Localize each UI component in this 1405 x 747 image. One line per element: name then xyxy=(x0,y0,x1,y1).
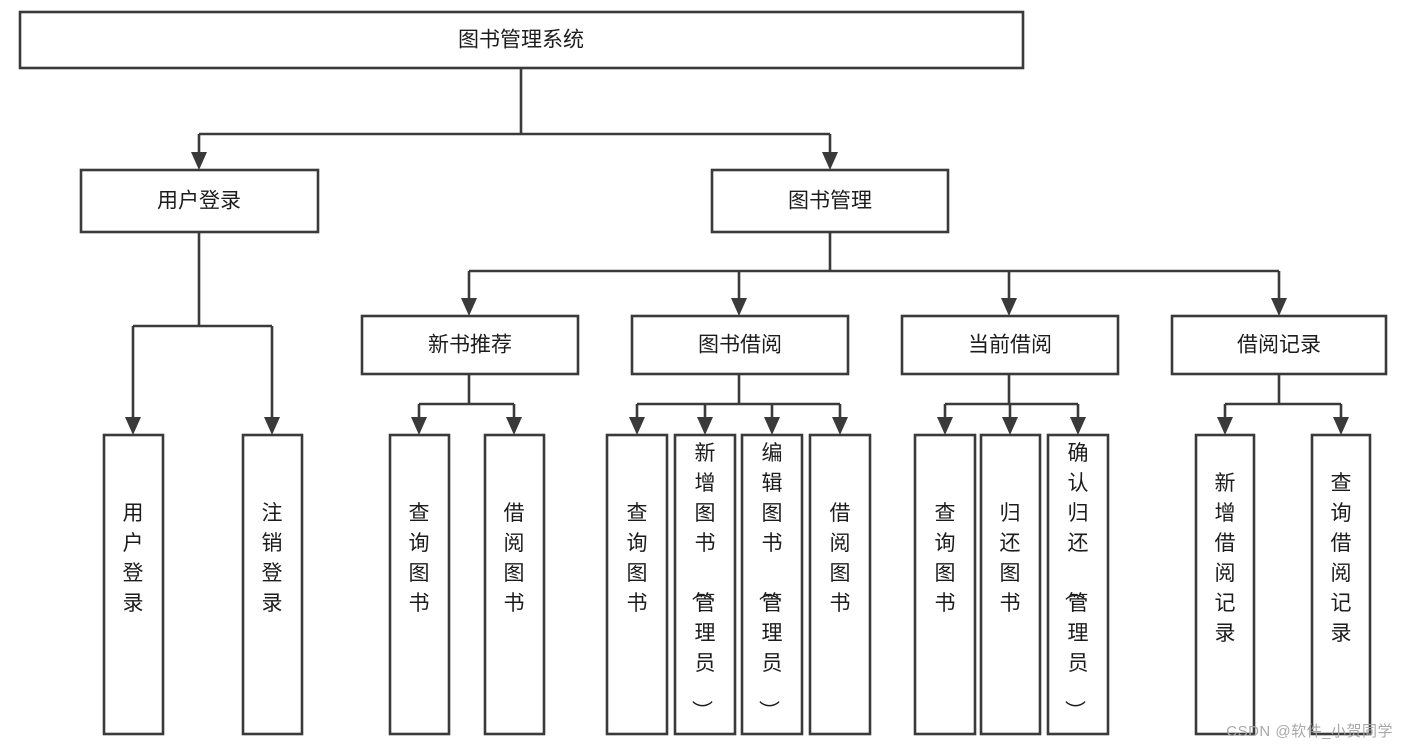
node-leaf-query-book-2-label: 查询图书 xyxy=(627,502,648,615)
node-leaf-return-book-box[interactable] xyxy=(979,433,1042,736)
node-user-login-box[interactable] xyxy=(79,168,320,234)
node-book-manage[interactable]: 图书管理 xyxy=(710,168,950,234)
node-borrow-record[interactable]: 借阅记录 xyxy=(1170,314,1388,376)
arrowhead-leaf-return-book xyxy=(1002,417,1018,435)
node-leaf-query-record-box[interactable] xyxy=(1310,433,1372,736)
arrowhead-leaf-query-record xyxy=(1333,417,1349,435)
node-leaf-edit-book-box[interactable] xyxy=(740,433,804,736)
node-leaf-logout[interactable]: 注销登录 xyxy=(241,433,304,736)
node-user-login[interactable]: 用户登录 xyxy=(79,168,320,234)
arrowhead-leaf-add-book xyxy=(697,417,713,435)
node-root[interactable]: 图书管理系统 xyxy=(18,10,1025,70)
node-leaf-query-book-3-label: 查询图书 xyxy=(935,502,956,615)
node-leaf-borrow-book-1[interactable]: 借阅图书 xyxy=(483,433,546,736)
node-leaf-confirm-return[interactable]: 确认归还（管理员） xyxy=(1046,433,1110,736)
csdn-watermark: CSDN @软件_小贺同学 xyxy=(1226,723,1393,740)
node-borrow-record-box[interactable] xyxy=(1170,314,1388,376)
node-leaf-logout-box[interactable] xyxy=(241,433,304,736)
arrowhead-new-book-rec xyxy=(461,298,477,316)
node-leaf-edit-book[interactable]: 编辑图书（管理员） xyxy=(740,433,804,736)
node-book-borrow-label: 图书借阅 xyxy=(698,334,782,357)
node-leaf-add-record[interactable]: 新增借阅记录 xyxy=(1194,433,1256,736)
node-leaf-query-book-1-box[interactable] xyxy=(388,433,451,736)
node-book-borrow[interactable]: 图书借阅 xyxy=(630,314,850,376)
node-leaf-query-book-1[interactable]: 查询图书 xyxy=(388,433,451,736)
node-leaf-borrow-book-2[interactable]: 借阅图书 xyxy=(808,433,872,736)
arrowhead-leaf-query-book-3 xyxy=(937,417,953,435)
node-book-manage-label: 图书管理 xyxy=(788,190,872,213)
node-leaf-add-book[interactable]: 新增图书（管理员） xyxy=(673,433,737,736)
node-current-borrow-box[interactable] xyxy=(900,314,1120,376)
node-leaf-add-book-label: 新增图书（管理员） xyxy=(690,442,716,721)
node-leaf-query-book-3-box[interactable] xyxy=(913,433,977,736)
node-leaf-borrow-book-1-box[interactable] xyxy=(483,433,546,736)
arrowhead-leaf-logout xyxy=(264,417,280,435)
arrowhead-user-login xyxy=(191,152,207,170)
node-leaf-confirm-return-label: 确认归还（管理员） xyxy=(1063,442,1089,721)
node-leaf-query-book-1-label: 查询图书 xyxy=(409,502,430,615)
arrowhead-leaf-borrow-book-2 xyxy=(832,417,848,435)
node-leaf-query-record[interactable]: 查询借阅记录 xyxy=(1310,433,1372,736)
node-leaf-user-login-box[interactable] xyxy=(102,433,165,736)
arrowhead-leaf-user-login xyxy=(125,417,141,435)
node-leaf-user-login-label: 用户登录 xyxy=(123,502,144,615)
node-new-book-rec-box[interactable] xyxy=(360,314,580,376)
node-borrow-record-label: 借阅记录 xyxy=(1237,334,1321,357)
node-leaf-edit-book-label: 编辑图书（管理员） xyxy=(757,442,783,721)
node-leaf-confirm-return-box[interactable] xyxy=(1046,433,1110,736)
arrowhead-leaf-edit-book xyxy=(764,417,780,435)
node-leaf-borrow-book-1-label: 借阅图书 xyxy=(504,502,525,615)
arrowhead-leaf-confirm-return xyxy=(1070,417,1086,435)
node-leaf-borrow-book-2-label: 借阅图书 xyxy=(830,502,851,615)
edge-group xyxy=(125,68,1349,435)
node-leaf-logout-label: 注销登录 xyxy=(262,502,283,615)
node-root-label: 图书管理系统 xyxy=(458,29,584,52)
node-new-book-rec[interactable]: 新书推荐 xyxy=(360,314,580,376)
node-leaf-user-login[interactable]: 用户登录 xyxy=(102,433,165,736)
node-current-borrow-label: 当前借阅 xyxy=(968,334,1052,357)
node-leaf-return-book[interactable]: 归还图书 xyxy=(979,433,1042,736)
node-leaf-add-record-label: 新增借阅记录 xyxy=(1215,472,1236,645)
arrowhead-leaf-query-book-1 xyxy=(411,417,427,435)
node-user-login-label: 用户登录 xyxy=(157,190,241,213)
node-leaf-borrow-book-2-box[interactable] xyxy=(808,433,872,736)
node-root-box[interactable] xyxy=(18,10,1025,70)
node-leaf-query-book-2[interactable]: 查询图书 xyxy=(605,433,669,736)
node-leaf-query-record-label: 查询借阅记录 xyxy=(1331,472,1352,645)
node-leaf-add-book-box[interactable] xyxy=(673,433,737,736)
node-new-book-rec-label: 新书推荐 xyxy=(428,334,512,357)
node-leaf-query-book-3[interactable]: 查询图书 xyxy=(913,433,977,736)
node-current-borrow[interactable]: 当前借阅 xyxy=(900,314,1120,376)
arrowhead-book-borrow xyxy=(731,298,747,316)
node-leaf-add-record-box[interactable] xyxy=(1194,433,1256,736)
arrowhead-borrow-record xyxy=(1271,298,1287,316)
arrowhead-leaf-add-record xyxy=(1217,417,1233,435)
node-book-borrow-box[interactable] xyxy=(630,314,850,376)
arrowhead-book-manage xyxy=(822,152,838,170)
node-leaf-return-book-label: 归还图书 xyxy=(1000,502,1021,615)
arrowhead-leaf-borrow-book-1 xyxy=(506,417,522,435)
node-leaf-query-book-2-box[interactable] xyxy=(605,433,669,736)
arrowhead-leaf-query-book-2 xyxy=(629,417,645,435)
arrowhead-current-borrow xyxy=(1001,298,1017,316)
node-book-manage-box[interactable] xyxy=(710,168,950,234)
